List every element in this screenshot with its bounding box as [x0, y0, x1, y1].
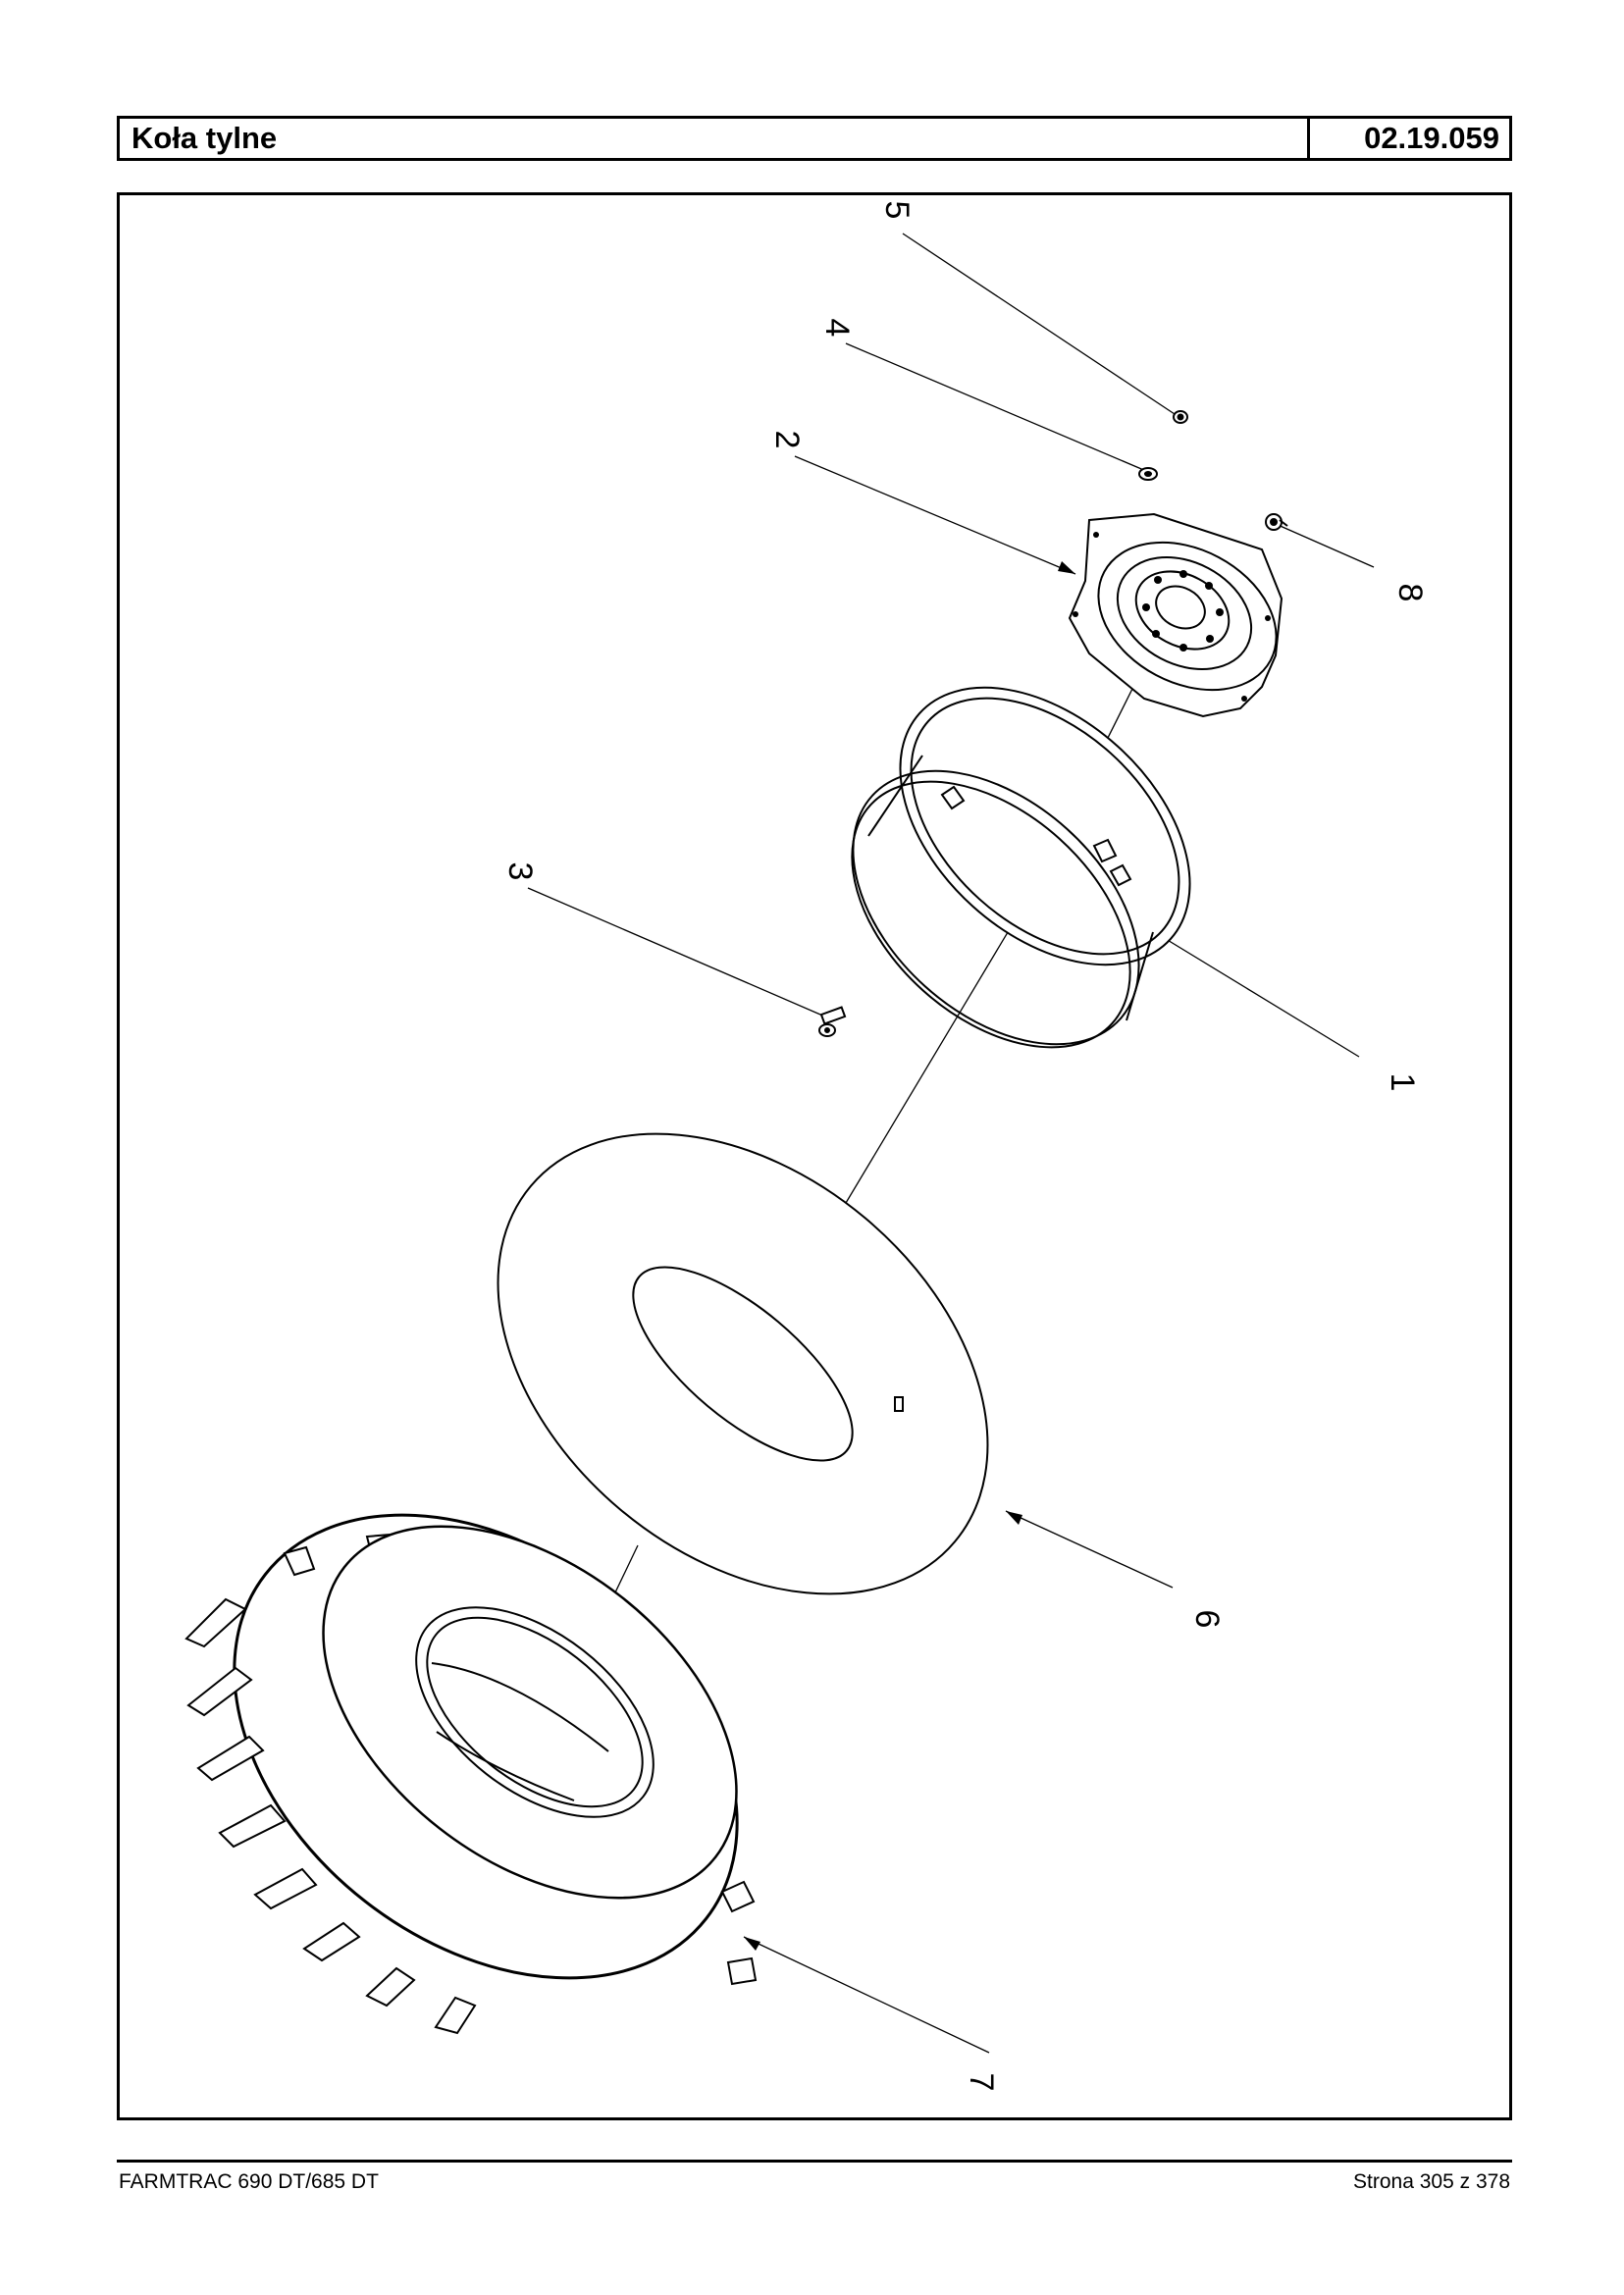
callout-7: 7	[963, 2073, 1000, 2092]
callout-8: 8	[1391, 584, 1429, 602]
washer-part-4	[1138, 467, 1158, 481]
callout-3: 3	[501, 862, 539, 881]
nut-part-5	[1173, 410, 1188, 424]
callout-leaders	[527, 233, 1375, 2054]
drawing-frame	[117, 192, 1512, 2120]
callout-2: 2	[768, 431, 806, 449]
wheel-disc-part-2	[1068, 512, 1283, 718]
callout-arrowheads	[744, 561, 1075, 1951]
bolt-part-3	[818, 1006, 847, 1037]
footer-page-number: Strona 305 z 378	[1353, 2170, 1510, 2193]
callout-5: 5	[878, 201, 916, 220]
page-header: Koła tylne 02.19.059	[117, 116, 1512, 161]
page-title: Koła tylne	[120, 119, 1310, 158]
callout-labels: 5 4 2 8 3 1 6 7	[501, 201, 1429, 2092]
rim-part-1	[851, 686, 1191, 1049]
footer-rule	[117, 2160, 1512, 2163]
callout-4: 4	[818, 319, 856, 338]
tyre-part-7	[184, 1513, 758, 2035]
nut-part-8	[1265, 513, 1288, 531]
inner-tube-part-6	[497, 1132, 989, 1595]
footer-model: FARMTRAC 690 DT/685 DT	[119, 2170, 379, 2193]
callout-1: 1	[1384, 1073, 1421, 1092]
drawing-number: 02.19.059	[1364, 121, 1499, 155]
callout-6: 6	[1188, 1610, 1226, 1629]
